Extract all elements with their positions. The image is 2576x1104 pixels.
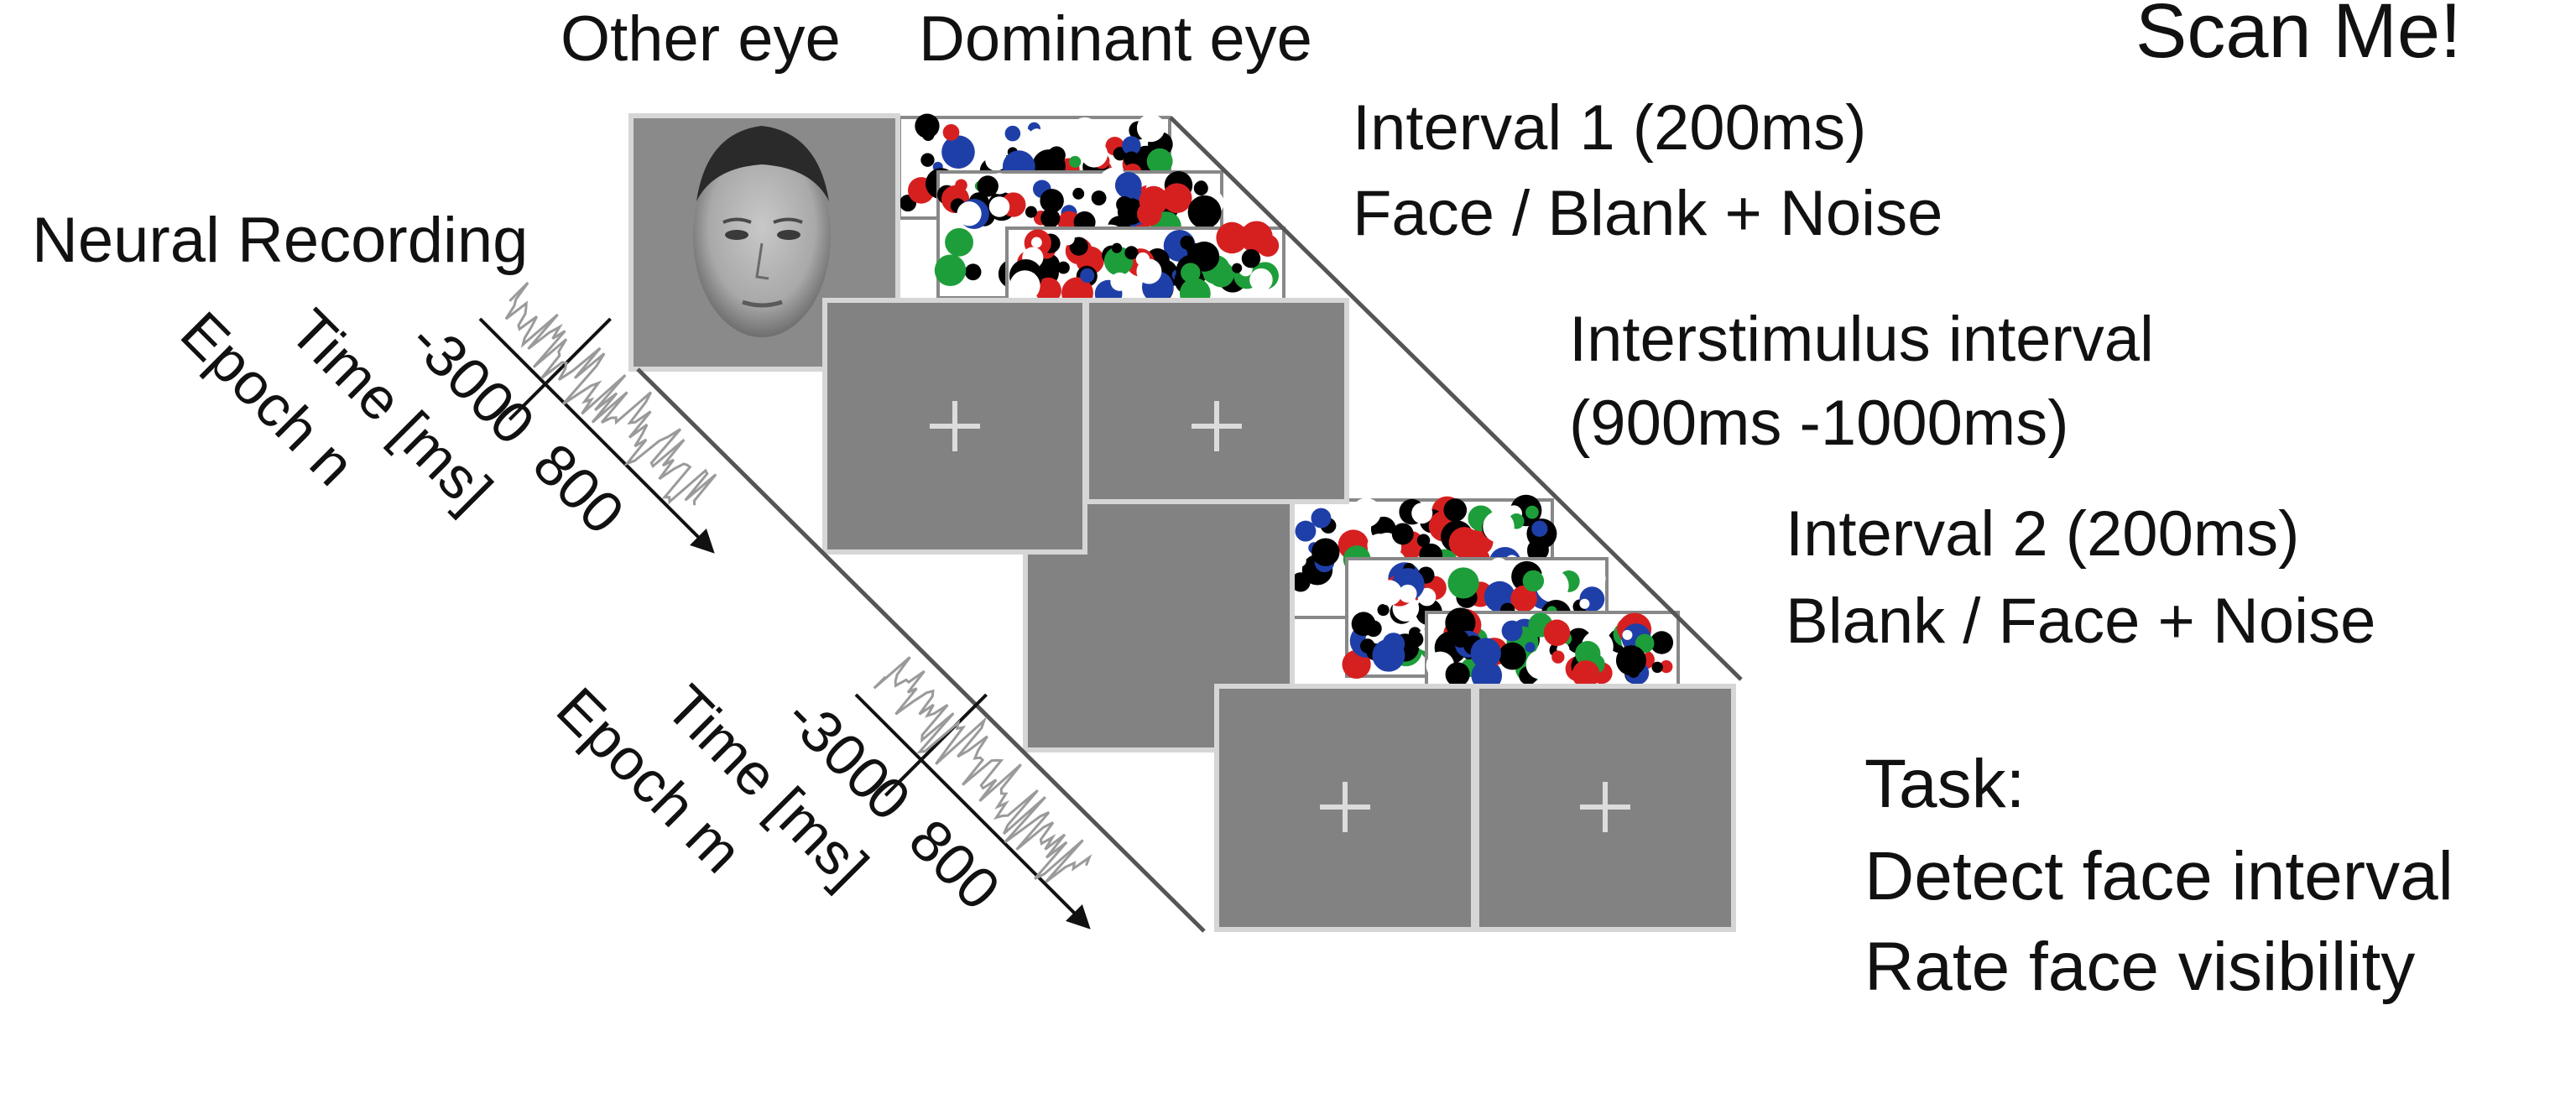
zero-tick xyxy=(508,317,612,421)
neural-trace xyxy=(504,281,717,506)
timeline-top-edge xyxy=(1169,116,1743,681)
task-title: Task: xyxy=(1864,746,2025,822)
interval1-noise-stack xyxy=(898,113,1285,310)
isi-screens xyxy=(822,298,1349,555)
face-image xyxy=(693,126,831,337)
isi-desc: (900ms -1000ms) xyxy=(1569,388,2069,459)
noise-pattern xyxy=(1426,607,1674,691)
task-line-1: Detect face interval xyxy=(1864,838,2453,914)
interval2-desc: Blank / Face + Noise xyxy=(1786,586,2375,657)
task-box: Task: Detect face interval Rate face vis… xyxy=(1864,746,2453,1005)
plus-cross-icon xyxy=(1192,401,1242,451)
tick-label-end: 800 xyxy=(521,431,637,547)
tick-label-end: 800 xyxy=(897,807,1013,923)
timeline-bottom-edge xyxy=(636,367,1206,933)
interval1-title: Interval 1 (200ms) xyxy=(1353,92,1866,164)
scan-me-label: Scan Me! xyxy=(2135,0,2462,74)
neural-recording-title: Neural Recording xyxy=(32,205,528,276)
task-line-2: Rate face visibility xyxy=(1864,929,2415,1005)
plus-cross-icon xyxy=(930,401,980,451)
final-fixation-screens xyxy=(1214,684,1736,932)
interval2-noise-stack xyxy=(1291,494,1680,691)
interval1-face-screen xyxy=(628,113,900,372)
plus-cross-icon xyxy=(1580,782,1630,832)
neural-trace xyxy=(873,656,1092,883)
interval2-title: Interval 2 (200ms) xyxy=(1786,498,2299,570)
plus-cross-icon xyxy=(1320,782,1370,832)
time-axis xyxy=(478,317,715,554)
stimulus-sequence xyxy=(628,113,1743,933)
dominant-eye-label: Dominant eye xyxy=(919,3,1312,75)
isi-title: Interstimulus interval xyxy=(1569,304,2154,375)
time-axis xyxy=(854,693,1091,930)
other-eye-label: Other eye xyxy=(561,3,841,75)
zero-tick xyxy=(884,693,988,797)
epoch-m-labels: -300 0 800 Time [ms] Epoch m xyxy=(545,673,1013,923)
interval-labels: Interval 1 (200ms) Face / Blank + Noise … xyxy=(1353,92,2375,657)
interval1-desc: Face / Blank + Noise xyxy=(1353,178,1942,249)
